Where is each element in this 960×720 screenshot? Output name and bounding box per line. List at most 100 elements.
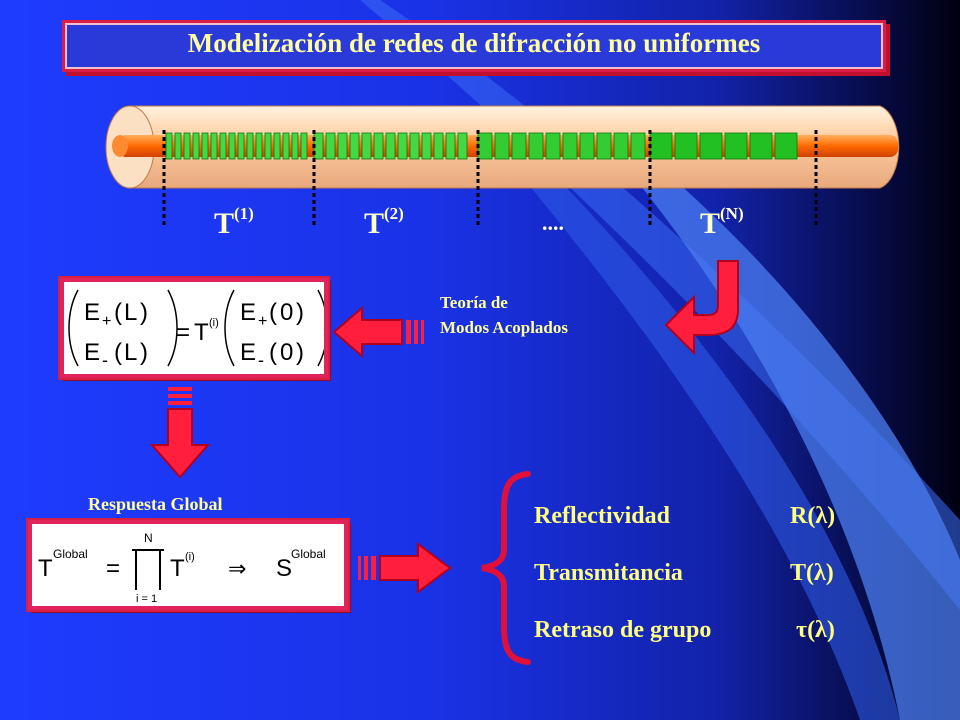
- svg-text:(i): (i): [185, 551, 195, 563]
- svg-text:=: =: [176, 319, 190, 346]
- curved-arrow-icon: [664, 260, 739, 355]
- svg-text:(: (: [114, 299, 122, 326]
- grating-stripe: [596, 132, 612, 160]
- svg-text:(: (: [269, 299, 277, 326]
- output-reflectivity-symbol: R(λ): [790, 503, 836, 529]
- grating-stripe: [385, 132, 396, 160]
- eq1-e-plus: E: [84, 299, 100, 326]
- down-arrow-icon: [150, 387, 210, 479]
- grating-stripe: [255, 132, 263, 160]
- grating-stripe: [183, 132, 191, 160]
- grating-stripe: [630, 132, 646, 160]
- equation-2: T Global = N i = 1 T (i) ⇒ S Global: [38, 531, 326, 605]
- svg-text:(: (: [269, 339, 277, 366]
- method-label: Teoría de Modos Acoplados: [440, 293, 568, 337]
- ellipsis: ....: [542, 210, 564, 235]
- svg-text:): ): [296, 339, 304, 366]
- grating-stripe: [699, 132, 723, 160]
- grating-stripe: [264, 132, 272, 160]
- svg-text:+: +: [102, 313, 111, 330]
- svg-text:-: -: [102, 350, 108, 370]
- output-reflectivity: Reflectividad: [534, 503, 670, 529]
- grating-stripe: [649, 132, 673, 160]
- svg-text:Global: Global: [53, 547, 88, 561]
- fiber-grating-diagram: [105, 105, 900, 228]
- output-group-delay-symbol: τ(λ): [796, 617, 835, 643]
- grating-stripe: [273, 132, 281, 160]
- svg-text:(: (: [114, 339, 122, 366]
- output-transmittance: Transmitancia: [534, 560, 683, 586]
- grating-stripe: [349, 132, 360, 160]
- svg-text:T: T: [38, 555, 53, 582]
- grating-stripe: [421, 132, 432, 160]
- svg-text:-: -: [258, 350, 264, 370]
- svg-text:S: S: [276, 555, 292, 582]
- grating-stripe: [579, 132, 595, 160]
- grating-stripe: [201, 132, 209, 160]
- segment-dividers: [162, 130, 818, 228]
- svg-text:E: E: [240, 299, 256, 326]
- svg-text:0: 0: [280, 299, 293, 326]
- grating-stripe: [433, 132, 444, 160]
- grating-stripe: [397, 132, 408, 160]
- grating-stripe: [477, 132, 493, 160]
- grating-stripe: [545, 132, 561, 160]
- grating-stripe: [165, 132, 173, 160]
- grating-stripe: [445, 132, 456, 160]
- svg-text:i = 1: i = 1: [136, 593, 157, 605]
- grating-stripe: [192, 132, 200, 160]
- grating-stripe: [613, 132, 629, 160]
- svg-text:0: 0: [280, 339, 293, 366]
- transfer-matrix-equation: [60, 278, 328, 378]
- svg-text:E: E: [240, 339, 256, 366]
- grating-stripe: [674, 132, 698, 160]
- equation-1: E + ( L ) E - ( L ) = T (i) E + ( 0 ) E …: [68, 289, 324, 370]
- grating-stripe: [300, 132, 308, 160]
- segment-label-2: T(2): [364, 204, 404, 240]
- grating-stripe: [457, 132, 468, 160]
- svg-text:N: N: [144, 531, 153, 545]
- grating-stripe: [724, 132, 748, 160]
- output-transmittance-symbol: T(λ): [790, 560, 834, 586]
- svg-text:=: =: [106, 555, 120, 582]
- left-arrow-icon: [332, 305, 424, 359]
- grating-stripe: [237, 132, 245, 160]
- global-response-label: Respuesta Global: [88, 494, 223, 514]
- right-arrow-icon: [358, 542, 452, 594]
- grating-stripe: [774, 132, 798, 160]
- grating-stripe: [494, 132, 510, 160]
- grating-stripe: [282, 132, 290, 160]
- svg-text:L: L: [124, 299, 137, 326]
- grating-stripe: [174, 132, 182, 160]
- svg-text:): ): [140, 339, 148, 366]
- grating-stripe: [511, 132, 527, 160]
- grating-stripe: [361, 132, 372, 160]
- page-title: Modelización de redes de difracción no u…: [187, 28, 761, 58]
- grating-stripe: [562, 132, 578, 160]
- global-equation: [28, 520, 348, 610]
- svg-text:(i): (i): [209, 317, 219, 329]
- grating-stripe: [219, 132, 227, 160]
- svg-text:⇒: ⇒: [228, 556, 246, 581]
- grating-stripe: [325, 132, 336, 160]
- grating-stripe: [291, 132, 299, 160]
- svg-text:+: +: [258, 313, 267, 330]
- output-group-delay: Retraso de grupo: [534, 617, 712, 643]
- svg-text:): ): [140, 299, 148, 326]
- curly-brace-icon: [481, 471, 531, 665]
- segment-label-1: T(1): [214, 204, 254, 240]
- grating-stripe: [409, 132, 420, 160]
- eq1-e-minus: E: [84, 339, 100, 366]
- grating-stripe: [337, 132, 348, 160]
- grating-stripe: [246, 132, 254, 160]
- grating-stripe: [210, 132, 218, 160]
- eq1-T: T: [194, 319, 209, 346]
- segment-label-n: T(N): [700, 204, 744, 240]
- svg-text:T: T: [170, 555, 185, 582]
- svg-text:L: L: [124, 339, 137, 366]
- svg-text:Global: Global: [291, 547, 326, 561]
- svg-text:): ): [296, 299, 304, 326]
- grating-region: [165, 132, 798, 160]
